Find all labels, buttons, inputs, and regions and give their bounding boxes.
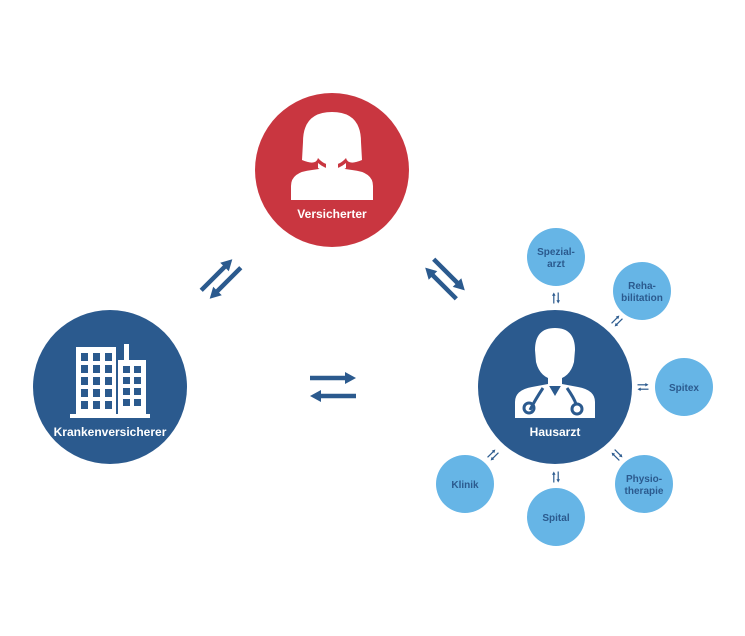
insured-node: Versicherter xyxy=(255,93,409,247)
satellite-label: Physio- xyxy=(626,474,662,485)
satellite-circle xyxy=(527,228,585,286)
satellite-rehabilitation: Reha-bilitation xyxy=(613,262,671,320)
bidirectional-arrow-icon xyxy=(552,292,560,304)
bidirectional-arrow-icon xyxy=(310,371,356,403)
satellite-label: bilitation xyxy=(621,293,663,304)
satellite-circle xyxy=(655,358,713,416)
main-arrows xyxy=(199,257,465,403)
insured-label: Versicherter xyxy=(297,207,367,221)
doctor-icon xyxy=(515,328,595,418)
insurer-node: Krankenversicherer xyxy=(33,310,187,464)
bidirectional-arrow-icon xyxy=(425,257,465,301)
gp-label: Hausarzt xyxy=(530,425,581,439)
bidirectional-arrow-icon xyxy=(611,449,623,461)
satellite-label: arzt xyxy=(547,259,565,270)
building-icon xyxy=(70,344,150,418)
satellite-arrows xyxy=(487,292,649,483)
satellite-physiotherapie: Physio-therapie xyxy=(615,455,673,513)
satellite-circle xyxy=(436,455,494,513)
gp-node: Hausarzt xyxy=(478,310,632,464)
satellite-label: therapie xyxy=(625,486,664,497)
satellite-klinik: Klinik xyxy=(436,455,494,513)
satellite-label: Reha- xyxy=(628,281,656,292)
satellite-label: Spezial- xyxy=(537,247,575,258)
satellite-label: Spital xyxy=(542,513,569,524)
gp-circle xyxy=(478,310,632,464)
bidirectional-arrow-icon xyxy=(611,315,623,327)
satellite-circle xyxy=(527,488,585,546)
satellite-label: Spitex xyxy=(669,383,699,394)
bidirectional-arrow-icon xyxy=(552,471,560,483)
bidirectional-arrow-icon xyxy=(487,449,499,461)
satellite-circle xyxy=(615,455,673,513)
bidirectional-arrow-icon xyxy=(637,383,649,391)
satellite-spital: Spital xyxy=(527,488,585,546)
bidirectional-arrow-icon xyxy=(199,259,243,299)
satellite-spezialarzt: Spezial-arzt xyxy=(527,228,585,286)
satellite-spitex: Spitex xyxy=(655,358,713,416)
insurer-label: Krankenversicherer xyxy=(54,425,167,439)
person-icon xyxy=(291,112,373,200)
service-providers: Spezial-arztReha-bilitationSpitexPhysio-… xyxy=(436,228,713,546)
satellite-circle xyxy=(613,262,671,320)
satellite-label: Klinik xyxy=(451,480,479,491)
